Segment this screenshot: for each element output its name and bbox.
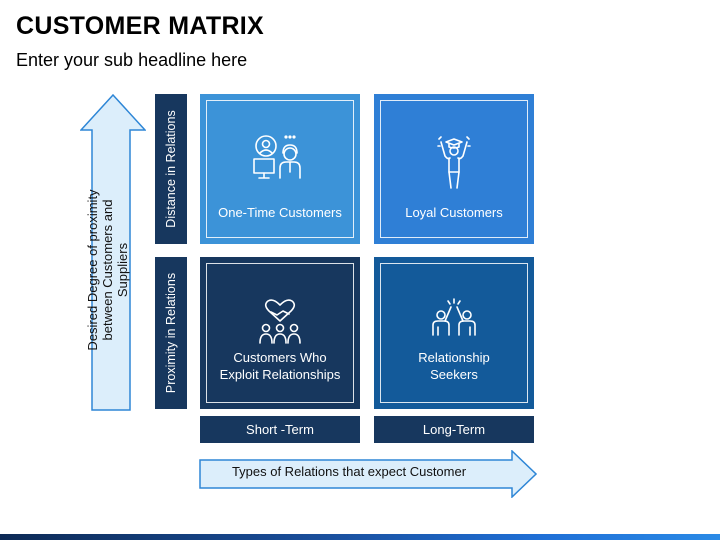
matrix-cell-loyal-customers: Loyal Customers xyxy=(374,94,534,244)
column-label-long-term: Long-Term xyxy=(374,416,534,443)
horizontal-axis-label: Types of Relations that expect Customer xyxy=(231,464,467,479)
row-label-proximity-text: Proximity in Relations xyxy=(164,272,178,394)
cell-label-line-1: Customers Who xyxy=(233,350,327,365)
cell-label: Loyal Customers xyxy=(405,205,503,220)
row-label-distance: Distance in Relations xyxy=(155,94,187,244)
graduate-celebrating-icon xyxy=(437,136,471,189)
matrix-cell-relationship-seekers: Relationship Seekers xyxy=(374,257,534,409)
column-label-short-term: Short -Term xyxy=(200,416,360,443)
cell-label-line-2: Seekers xyxy=(430,367,478,382)
footer-gradient-bar xyxy=(0,534,720,540)
matrix-cell-one-time-customers: One-Time Customers xyxy=(200,94,360,244)
customer-support-icon xyxy=(253,135,301,179)
cell-border xyxy=(380,100,528,238)
page-title: CUSTOMER MATRIX xyxy=(16,12,265,40)
cell-border xyxy=(206,263,354,403)
page-subtitle: Enter your sub headline here xyxy=(16,50,248,70)
cell-label-line-1: Relationship xyxy=(418,350,490,365)
handshake-heart-icon xyxy=(259,299,301,344)
vertical-axis-arrow xyxy=(80,94,146,411)
cell-border xyxy=(380,263,528,403)
cell-label: One-Time Customers xyxy=(218,205,342,220)
row-label-distance-text: Distance in Relations xyxy=(164,110,178,228)
vertical-axis-label: Desired Degree of proximity between Cust… xyxy=(85,189,130,351)
matrix-cell-exploit-relationships: Customers Who Exploit Relationships xyxy=(200,257,360,409)
cell-border xyxy=(206,100,354,238)
row-label-proximity: Proximity in Relations xyxy=(155,257,187,409)
cell-label-line-2: Exploit Relationships xyxy=(219,367,341,382)
high-five-icon xyxy=(432,298,476,336)
horizontal-axis-arrow xyxy=(199,450,537,498)
